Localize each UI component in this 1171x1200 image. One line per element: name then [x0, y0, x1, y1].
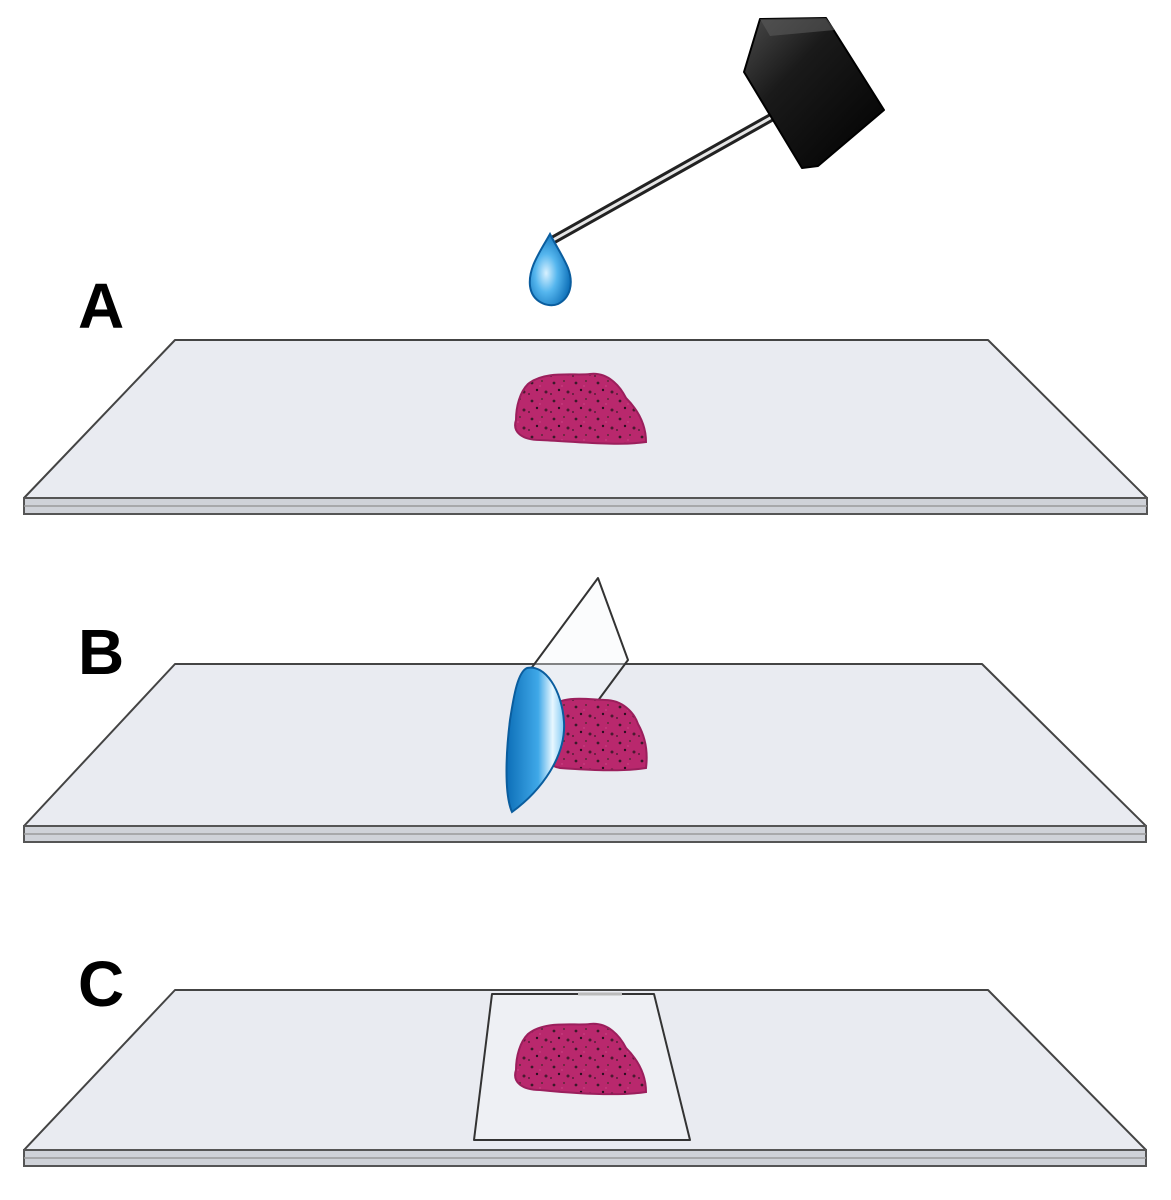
water-drop-icon — [528, 231, 572, 307]
tissue-sample-icon — [514, 1022, 648, 1096]
step-c-label: C — [78, 948, 124, 1020]
tissue-sample-icon — [514, 372, 648, 445]
step-b-label: B — [78, 616, 124, 688]
water-drop-icon — [505, 666, 566, 814]
dropper-icon — [548, 17, 885, 245]
step-a-label: A — [78, 270, 124, 342]
